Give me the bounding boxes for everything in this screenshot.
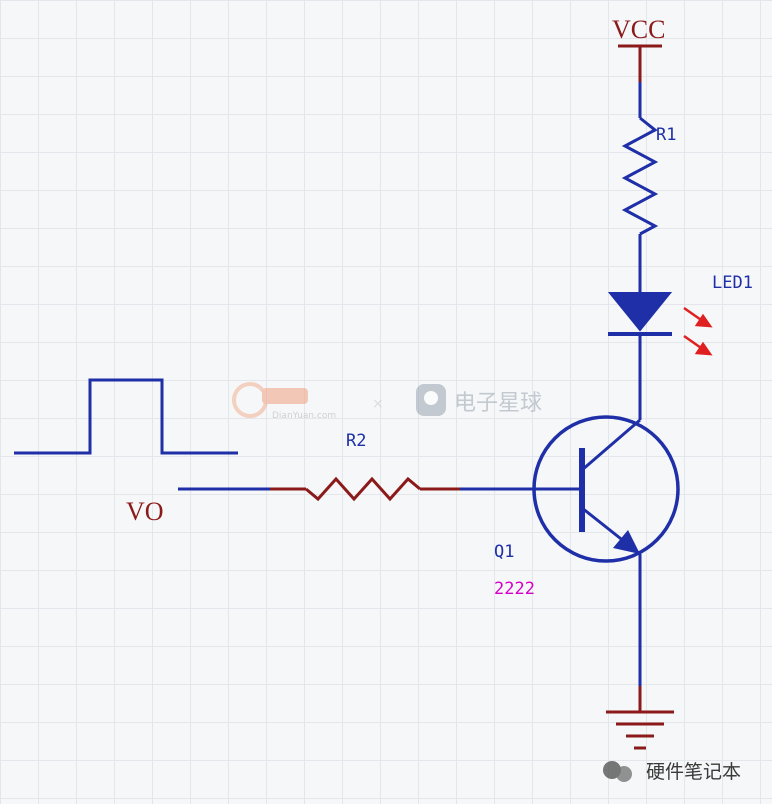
vcc-symbol: [618, 44, 662, 82]
led1-label: LED1: [712, 273, 753, 293]
watermark-logo: DianYuan.com × 电子星球: [232, 382, 542, 421]
vcc-label: VCC: [612, 15, 665, 44]
footer-watermark-text: 硬件笔记本: [646, 761, 741, 783]
r1-label: R1: [656, 125, 676, 145]
pulse-waveform: [14, 378, 238, 455]
led-light-arrows: [683, 306, 713, 356]
watermark-site-text: 电子星球: [454, 391, 542, 416]
r2-label: R2: [346, 431, 366, 451]
ground-symbol: [606, 710, 674, 750]
q1-label: Q1: [494, 542, 514, 562]
footer-watermark: 硬件笔记本: [603, 761, 741, 783]
watermark-small-text: DianYuan.com: [272, 411, 336, 421]
watermark-cross: ×: [372, 396, 384, 412]
resistor-r2: [305, 476, 421, 502]
q1-part-number: 2222: [494, 579, 535, 599]
led1-symbol: [607, 292, 673, 336]
vo-label: VO: [126, 497, 164, 526]
transistor-q1: [530, 415, 680, 563]
resistor-r1: [621, 116, 659, 236]
